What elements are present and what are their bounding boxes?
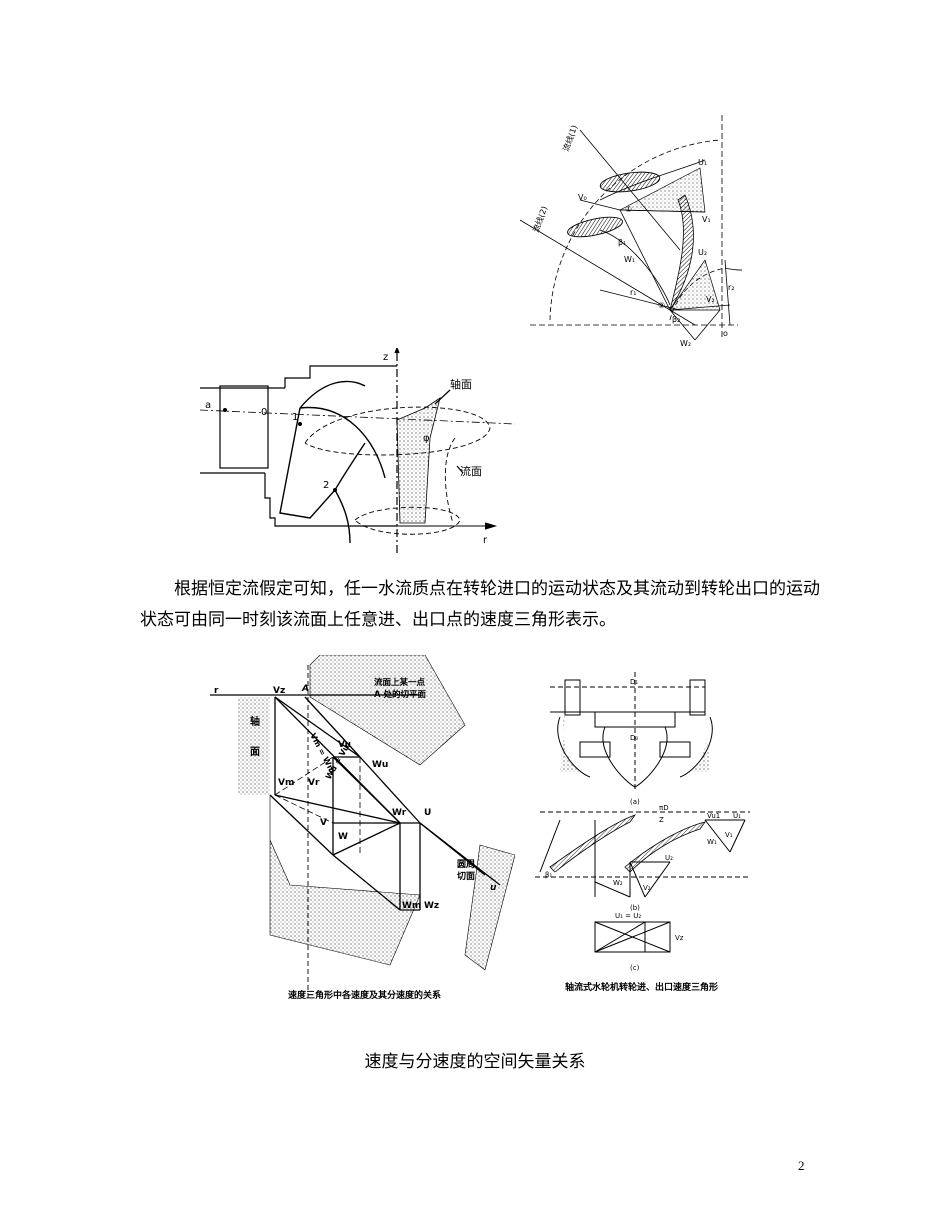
sub-b-label: (b) — [630, 904, 640, 912]
axial-top-label: 轴 — [250, 715, 260, 728]
streamline2-label: 流线(2) — [530, 205, 549, 234]
v2-label: V₂ — [706, 295, 715, 304]
a-label: a — [205, 400, 211, 411]
body-paragraph: 根据恒定流假定可知，任一水流质点在转轮进口的运动状态及其流动到转轮出口的运动状态… — [140, 579, 820, 630]
axial-bottom-label: 面 — [250, 746, 260, 758]
wr-label: Wr — [392, 808, 407, 818]
figure4-caption: 轴流式水轮机转轮进、出口速度三角形 — [565, 981, 718, 993]
flow-surface-label: 流面 — [460, 464, 482, 478]
v1-label: V₁ — [702, 215, 711, 224]
r-axis-label: r — [483, 535, 488, 546]
axial-plane-label: 轴面 — [450, 377, 472, 391]
r2-label: r₂ — [728, 283, 735, 292]
beta1-label: β₁ — [545, 871, 552, 879]
z-label: Z — [659, 816, 664, 824]
u1-label: U₁ — [733, 812, 741, 820]
u2-label: U₂ — [665, 854, 673, 862]
z-axis-label: z — [383, 352, 388, 363]
point2-label: ② — [658, 301, 665, 310]
wm-label: Wm — [402, 901, 421, 911]
v0-label: V₀ — [578, 193, 587, 202]
vz-label: Vz — [273, 686, 285, 696]
figure-runner-velocity-triangles: 流线(1) 流线(2) V₀ U₁ V₁ W₁ U₂ W₂ V₂ β₁ β₂ r… — [520, 115, 742, 348]
vu1-label: Vu1 — [707, 812, 720, 820]
page-number: 2 — [798, 1158, 805, 1173]
sub-c-label: (c) — [630, 964, 640, 972]
figure-velocity-components: r Vz A 轴 面 流面上某一点 A 处的切平面 Vm Vr Vu Wu V … — [210, 655, 515, 1001]
streamline1-label: 流线(1) — [560, 124, 579, 153]
main-caption: 速度与分速度的空间矢量关系 — [364, 1052, 586, 1072]
U-label: U — [424, 808, 431, 818]
u1u2-label: U₁ = U₂ — [615, 912, 641, 920]
w-label: W — [338, 832, 348, 842]
origin-label: o — [723, 329, 728, 338]
sub-a-label: (a) — [630, 798, 640, 806]
w2-label: W₂ — [680, 339, 691, 348]
two-label: 2 — [323, 480, 329, 491]
beta1-label: β₁ — [618, 238, 626, 247]
d0-label: D₀ — [630, 734, 638, 742]
circ-top-label: 圆周 — [457, 859, 475, 870]
wu-label: Wu — [372, 760, 388, 770]
vr-label: Vr — [308, 778, 320, 788]
vu-label: Vu — [338, 740, 351, 750]
u1-label: U₁ — [698, 158, 707, 167]
zero-label: 0 — [261, 407, 267, 418]
tangent-note-line1: 流面上某一点 — [374, 677, 426, 688]
u2-label: U₂ — [698, 248, 707, 257]
vz-label: Vz — [675, 934, 684, 942]
w1-label: W₁ — [707, 838, 717, 846]
figure3-caption: 速度三角形中各速度及其分速度的关系 — [288, 989, 441, 1001]
point-A-label: A — [301, 684, 309, 694]
phi-label: φ — [423, 433, 430, 444]
circ-bottom-label: 切面 — [457, 871, 475, 882]
wz-label: Wz — [424, 901, 439, 911]
v2-label: V₂ — [643, 884, 651, 892]
r-axis-label: r — [214, 686, 219, 696]
beta2-label: β₂ — [672, 315, 680, 324]
figure-axial-turbine-triangles: D₁ D₀ (a) (b) (c) πD Z Vu1 U₁ V₁ W₁ U₂ W… — [535, 672, 750, 993]
vm-label: Vm — [278, 778, 294, 788]
pidn-label: πD — [659, 804, 669, 812]
v-label: V — [320, 818, 327, 828]
u-axis-label: u — [490, 883, 497, 893]
v1-label: V₁ — [725, 831, 733, 839]
figure-axial-flow-surface: z r a 0 1 2 φ 轴面 流面 — [199, 348, 516, 553]
r1-label: r₁ — [630, 288, 637, 297]
d1-label: D₁ — [630, 678, 638, 686]
w1-label: W₁ — [624, 255, 635, 264]
tangent-note-line2: A 处的切平面 — [374, 689, 427, 700]
w2-label: W₂ — [613, 879, 623, 887]
one-label: 1 — [292, 412, 298, 423]
point1-label: ① — [625, 205, 632, 214]
